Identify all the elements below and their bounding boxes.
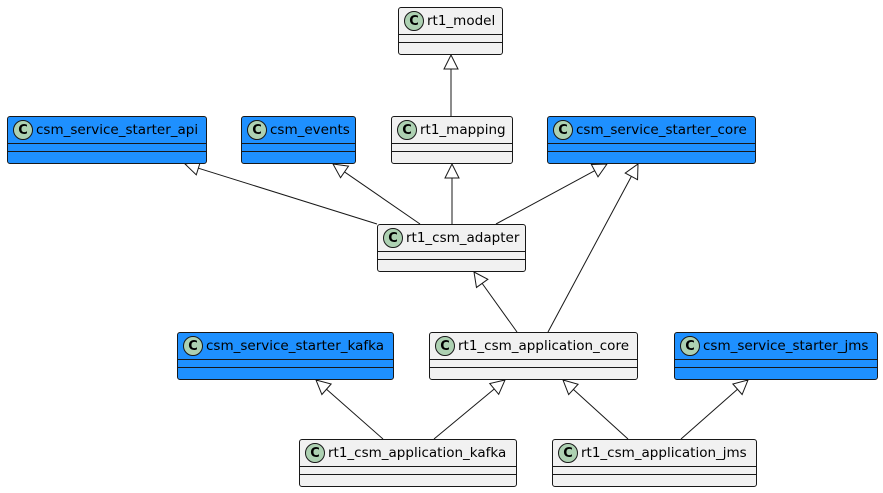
class-stereotype-icon: C [305,443,325,463]
inheritance-arrowhead-icon [590,163,608,178]
inheritance-line [481,283,518,333]
inheritance-arrowhead-icon [443,53,459,70]
inheritance-edge-rt1-csm-adapter-to-csm-service-starter-core [495,163,608,225]
class-stereotype-icon: C [183,336,203,356]
class-name: csm_service_starter_jms [703,338,869,354]
inheritance-edge-rt1-csm-application-jms-to-rt1-csm-application-core [562,379,629,440]
inheritance-edge-rt1-csm-application-jms-to-csm-service-starter-jms [680,379,749,440]
inheritance-line [573,389,629,440]
class-stereotype-icon: C [13,120,33,140]
class-name: rt1_csm_application_kafka [328,445,507,461]
inheritance-line [326,388,384,440]
inheritance-arrowhead-icon [473,271,489,289]
inheritance-edge-rt1-csm-adapter-to-csm-events [332,163,421,225]
inheritance-arrowhead-icon [624,163,639,181]
inheritance-edge-rt1-csm-application-kafka-to-csm-service-starter-kafka [315,379,384,440]
inheritance-line [198,167,378,225]
inheritance-arrowhead-icon [731,379,749,396]
class-stereotype-icon: C [680,336,700,356]
class-stereotype-icon: C [404,11,424,31]
class-stereotype-icon: C [383,228,403,248]
class-name: rt1_csm_adapter [406,230,520,246]
class-name: rt1_mapping [420,122,506,138]
class-name: csm_events [270,122,350,138]
inheritance-line [495,170,595,225]
class-name: rt1_model [427,13,496,29]
inheritance-edge-rt1-mapping-to-rt1-model [443,53,459,116]
class-name: csm_service_starter_api [36,122,199,138]
inheritance-arrowhead-icon [444,162,460,179]
class-name: rt1_csm_application_jms [581,445,747,461]
inheritance-edge-rt1-csm-application-core-to-rt1-csm-adapter [473,271,518,333]
inheritance-arrowhead-icon [488,379,506,396]
inheritance-line [547,176,632,333]
inheritance-arrowhead-icon [562,379,579,396]
inheritance-line [433,388,495,440]
inheritance-edge-rt1-csm-application-core-to-csm-service-starter-core [547,163,639,333]
inheritance-edge-rt1-csm-adapter-to-rt1-mapping [444,162,460,224]
inheritance-edge-rt1-csm-application-kafka-to-rt1-csm-application-core [433,379,506,440]
class-stereotype-icon: C [435,336,455,356]
inheritance-line [680,388,738,440]
class-name: csm_service_starter_core [576,122,747,138]
class-stereotype-icon: C [247,120,267,140]
class-stereotype-icon: C [553,120,573,140]
inheritance-line [344,171,421,225]
inheritance-edge-rt1-csm-adapter-to-csm-service-starter-api [183,160,378,225]
class-name: rt1_csm_application_core [458,338,629,354]
inheritance-arrowhead-icon [315,379,333,396]
class-stereotype-icon: C [397,120,417,140]
class-stereotype-icon: C [558,443,578,463]
inheritance-arrowhead-icon [332,163,350,179]
class-name: csm_service_starter_kafka [206,338,384,354]
